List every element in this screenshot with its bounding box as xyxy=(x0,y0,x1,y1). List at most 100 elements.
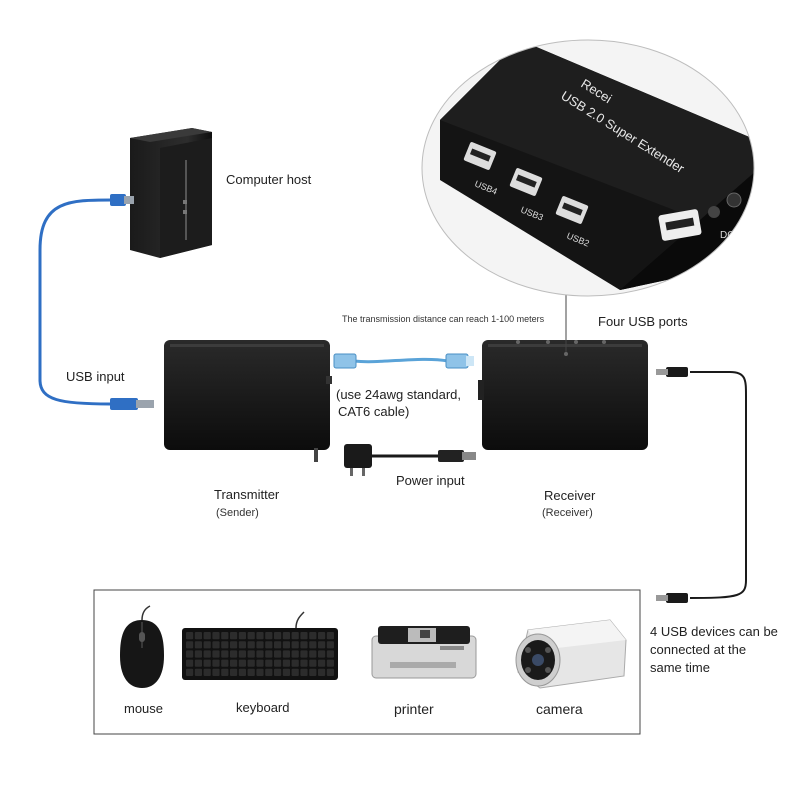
keyboard-key xyxy=(265,659,273,667)
keyboard-key xyxy=(318,632,326,640)
keyboard-key xyxy=(300,632,308,640)
keyboard-key xyxy=(186,668,194,676)
keyboard-key xyxy=(282,632,290,640)
keyboard-key xyxy=(186,641,194,649)
keyboard-key xyxy=(256,659,264,667)
transmitter-box xyxy=(164,340,332,462)
keyboard-key xyxy=(309,650,317,658)
keyboard-key xyxy=(309,659,317,667)
usb-cable xyxy=(656,367,747,603)
keyboard-key xyxy=(221,641,229,649)
keyboard-key xyxy=(247,659,255,667)
keyboard-key xyxy=(203,668,211,676)
keyboard-key xyxy=(221,632,229,640)
zoom-dc-label: DC5 xyxy=(720,230,740,241)
devices-frame xyxy=(93,589,641,735)
usb-port xyxy=(509,168,543,196)
keyboard-key xyxy=(282,650,290,658)
keyboard-key xyxy=(326,650,334,658)
keyboard-key xyxy=(238,668,246,676)
keyboard-key xyxy=(238,641,246,649)
keyboard-key xyxy=(194,668,202,676)
printer-icon xyxy=(371,626,477,679)
receiver-box xyxy=(478,340,648,450)
keyboard-key xyxy=(318,668,326,676)
keyboard-key xyxy=(194,659,202,667)
keyboard-key xyxy=(247,650,255,658)
zoom-inset: USB4 USB3 USB2 DC5 USB 2.0 Super Extende… xyxy=(421,39,755,297)
mouse-icon xyxy=(120,605,164,688)
keyboard-key xyxy=(203,632,211,640)
devices-note-line2: connected at the xyxy=(650,642,747,657)
keyboard-key xyxy=(274,641,282,649)
keyboard-key xyxy=(291,650,299,658)
keyboard-key xyxy=(282,659,290,667)
keyboard-key xyxy=(247,641,255,649)
keyboard-key xyxy=(194,641,202,649)
keyboard-key xyxy=(247,668,255,676)
devices-note-line1: 4 USB devices can be xyxy=(650,624,778,639)
device-label-keyboard: keyboard xyxy=(236,700,290,715)
keyboard-key xyxy=(282,668,290,676)
keyboard-key xyxy=(212,650,220,658)
transmission-note: The transmission distance can reach 1-10… xyxy=(342,314,545,324)
keyboard-key xyxy=(221,668,229,676)
devices-note-line3: same time xyxy=(650,660,710,675)
keyboard-key xyxy=(326,641,334,649)
usb-port xyxy=(658,209,702,241)
keyboard-key xyxy=(300,650,308,658)
keyboard-key xyxy=(221,650,229,658)
device-label-mouse: mouse xyxy=(124,701,164,716)
keyboard-key xyxy=(212,632,220,640)
computer-host-label: Computer host xyxy=(226,172,312,187)
transmitter-label: Transmitter xyxy=(214,487,280,502)
computer-host-icon xyxy=(130,128,212,258)
keyboard-key xyxy=(256,632,264,640)
keyboard-key xyxy=(186,650,194,658)
keyboard-key xyxy=(238,632,246,640)
keyboard-key xyxy=(291,641,299,649)
four-usb-ports-label: Four USB ports xyxy=(598,314,688,329)
power-input-label: Power input xyxy=(396,473,465,488)
keyboard-key xyxy=(326,632,334,640)
keyboard-key xyxy=(238,650,246,658)
keyboard-key xyxy=(300,659,308,667)
cable-spec-line1: (use 24awg standard, xyxy=(336,387,462,402)
ethernet-cable-icon xyxy=(333,353,474,369)
keyboard-key xyxy=(291,659,299,667)
keyboard-key xyxy=(221,659,229,667)
usb-input-label: USB input xyxy=(66,369,125,384)
keyboard-key xyxy=(300,668,308,676)
keyboard-icon xyxy=(182,611,338,680)
keyboard-key xyxy=(203,650,211,658)
keyboard-key xyxy=(274,659,282,667)
receiver-sub-label: (Receiver) xyxy=(542,507,593,519)
keyboard-key xyxy=(265,650,273,658)
keyboard-key xyxy=(274,668,282,676)
keyboard-key xyxy=(291,668,299,676)
keyboard-key xyxy=(318,659,326,667)
keyboard-key xyxy=(212,668,220,676)
keyboard-key xyxy=(230,659,238,667)
keyboard-key xyxy=(203,641,211,649)
keyboard-key xyxy=(230,641,238,649)
keyboard-key xyxy=(212,659,220,667)
usb-port xyxy=(555,196,589,224)
keyboard-key xyxy=(274,650,282,658)
transmitter-sub-label: (Sender) xyxy=(216,507,259,519)
power-adapter-icon xyxy=(344,444,476,476)
usb-port xyxy=(463,142,497,170)
keyboard-key xyxy=(265,668,273,676)
keyboard-key xyxy=(274,632,282,640)
keyboard-key xyxy=(309,632,317,640)
keyboard-key xyxy=(256,641,264,649)
keyboard-key xyxy=(265,641,273,649)
keyboard-key xyxy=(291,632,299,640)
keyboard-key xyxy=(265,632,273,640)
receiver-label: Receiver xyxy=(544,488,596,503)
keyboard-key xyxy=(186,659,194,667)
keyboard-key xyxy=(309,641,317,649)
keyboard-key xyxy=(309,668,317,676)
usb-cable xyxy=(38,194,154,410)
